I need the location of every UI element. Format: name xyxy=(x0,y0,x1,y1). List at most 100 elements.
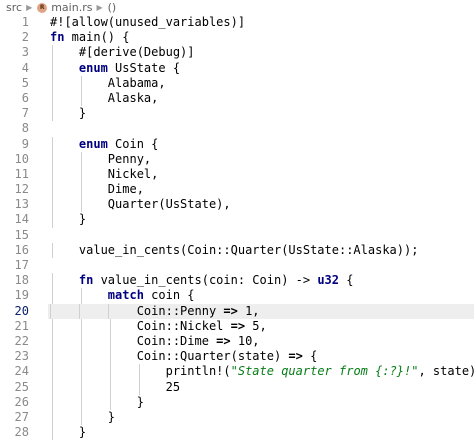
indent-guide xyxy=(52,242,53,258)
code-line[interactable]: } xyxy=(50,212,474,228)
indent-guide xyxy=(138,379,140,395)
code-text: Coin::Quarter(state) => { xyxy=(50,349,318,364)
indent-guide xyxy=(80,288,82,304)
code-text: Coin::Penny => 1, xyxy=(50,303,260,318)
code-text: Dime, xyxy=(50,182,144,197)
line-number: 10 xyxy=(14,151,29,166)
indent-guide xyxy=(52,364,53,380)
line-number: 4 xyxy=(21,60,29,75)
line-number: 21 xyxy=(14,318,29,333)
line-number: 3 xyxy=(21,45,29,60)
code-text: match coin { xyxy=(107,288,195,303)
breadcrumb: src ▶ R main.rs ▶ () xyxy=(0,0,474,15)
code-line[interactable]: Alaska, xyxy=(50,90,474,107)
indent-guide xyxy=(52,409,53,426)
line-number: 15 xyxy=(14,227,29,242)
indent-guide xyxy=(80,364,82,380)
line-number: 7 xyxy=(21,106,29,121)
code-line[interactable] xyxy=(50,121,474,136)
line-number: 5 xyxy=(21,75,29,90)
code-line[interactable]: } xyxy=(50,394,474,410)
code-line[interactable]: Coin::Nickel => 5, xyxy=(50,318,474,334)
indent-guide xyxy=(109,349,111,365)
line-number: 17 xyxy=(14,258,29,272)
code-text: Alabama, xyxy=(50,75,166,90)
code-line[interactable]: fn main() { xyxy=(50,30,474,45)
line-number: 8 xyxy=(21,121,29,136)
code-line[interactable]: Penny, xyxy=(50,151,474,167)
indent-guide xyxy=(80,349,82,365)
code-line[interactable]: Alabama, xyxy=(50,75,474,91)
indent-guide xyxy=(80,318,82,334)
line-number: 24 xyxy=(14,364,29,379)
code-line[interactable]: Nickel, xyxy=(50,166,474,183)
code-text: println!("State quarter from {:?}!", sta… xyxy=(50,364,474,379)
code-line[interactable]: #![allow(unused_variables)] xyxy=(50,15,474,30)
indent-guide xyxy=(52,75,53,91)
code-line[interactable]: enum UsState { xyxy=(50,60,474,76)
line-number: 19 xyxy=(14,288,29,303)
code-line[interactable]: #[derive(Debug)] xyxy=(50,45,474,61)
code-line[interactable] xyxy=(50,228,474,243)
indent-guide xyxy=(52,45,53,61)
code-text: value_in_cents(Coin::Quarter(UsState::Al… xyxy=(50,242,419,257)
code-text: fn value_in_cents(coin: Coin) -> u32 { xyxy=(78,273,354,288)
indent-guide xyxy=(80,379,82,395)
code-text: } xyxy=(50,409,116,424)
code-line[interactable]: value_in_cents(Coin::Quarter(UsState::Al… xyxy=(50,242,474,258)
code-line[interactable]: println!("State quarter from {:?}!", sta… xyxy=(50,364,474,380)
code-line[interactable]: match coin { xyxy=(50,288,474,304)
indent-guide xyxy=(52,349,53,365)
code-line[interactable]: Quarter(UsState), xyxy=(50,197,474,213)
line-number: 14 xyxy=(14,212,29,227)
indent-guide xyxy=(109,394,111,410)
code-area[interactable]: #![allow(unused_variables)]fn main() { #… xyxy=(48,15,474,441)
line-number: 26 xyxy=(14,394,29,409)
code-text: Penny, xyxy=(50,151,152,166)
code-line[interactable]: enum Coin { xyxy=(50,136,474,152)
indent-guide xyxy=(80,197,82,213)
indent-guide xyxy=(52,333,53,350)
indent-guide xyxy=(52,136,53,152)
chevron-right-icon: ▶ xyxy=(26,3,33,12)
indent-guide xyxy=(52,273,53,289)
code-text: fn main() { xyxy=(50,30,130,45)
breadcrumb-folder[interactable]: src xyxy=(6,1,23,14)
indent-guide xyxy=(80,394,82,410)
code-line[interactable]: Coin::Dime => 10, xyxy=(50,333,474,350)
code-line[interactable] xyxy=(50,258,474,273)
line-number: 11 xyxy=(14,166,29,181)
code-line[interactable]: fn value_in_cents(coin: Coin) -> u32 { xyxy=(50,273,474,289)
code-line[interactable]: } xyxy=(50,425,474,441)
code-line[interactable]: 25 xyxy=(50,379,474,395)
code-line[interactable]: Coin::Quarter(state) => { xyxy=(50,349,474,365)
code-line[interactable]: Coin::Penny => 1, xyxy=(48,303,474,319)
indent-guide xyxy=(52,166,53,183)
indent-guide xyxy=(52,288,53,304)
code-line[interactable]: } xyxy=(50,409,474,426)
code-text: } xyxy=(50,212,87,227)
line-number: 1 xyxy=(21,15,29,29)
code-line[interactable]: } xyxy=(50,106,474,122)
code-text: } xyxy=(50,394,144,409)
indent-guide xyxy=(78,303,80,319)
indent-guide xyxy=(52,90,53,107)
line-number: 18 xyxy=(14,273,29,288)
code-text: Coin::Dime => 10, xyxy=(50,333,260,348)
code-line[interactable]: Dime, xyxy=(50,182,474,198)
indent-guide xyxy=(52,182,53,198)
indent-guide xyxy=(52,425,53,441)
chevron-right-icon: ▶ xyxy=(96,3,103,12)
code-text: enum Coin { xyxy=(78,136,159,151)
indent-guide xyxy=(52,318,53,334)
line-number: 25 xyxy=(14,379,29,394)
breadcrumb-symbol[interactable]: () xyxy=(107,1,117,14)
code-text: 25 xyxy=(50,379,181,394)
line-number: 27 xyxy=(14,409,29,424)
indent-guide xyxy=(109,318,111,334)
breadcrumb-file[interactable]: main.rs xyxy=(51,1,93,14)
code-text: enum UsState { xyxy=(78,60,181,75)
line-number: 28 xyxy=(14,425,29,440)
